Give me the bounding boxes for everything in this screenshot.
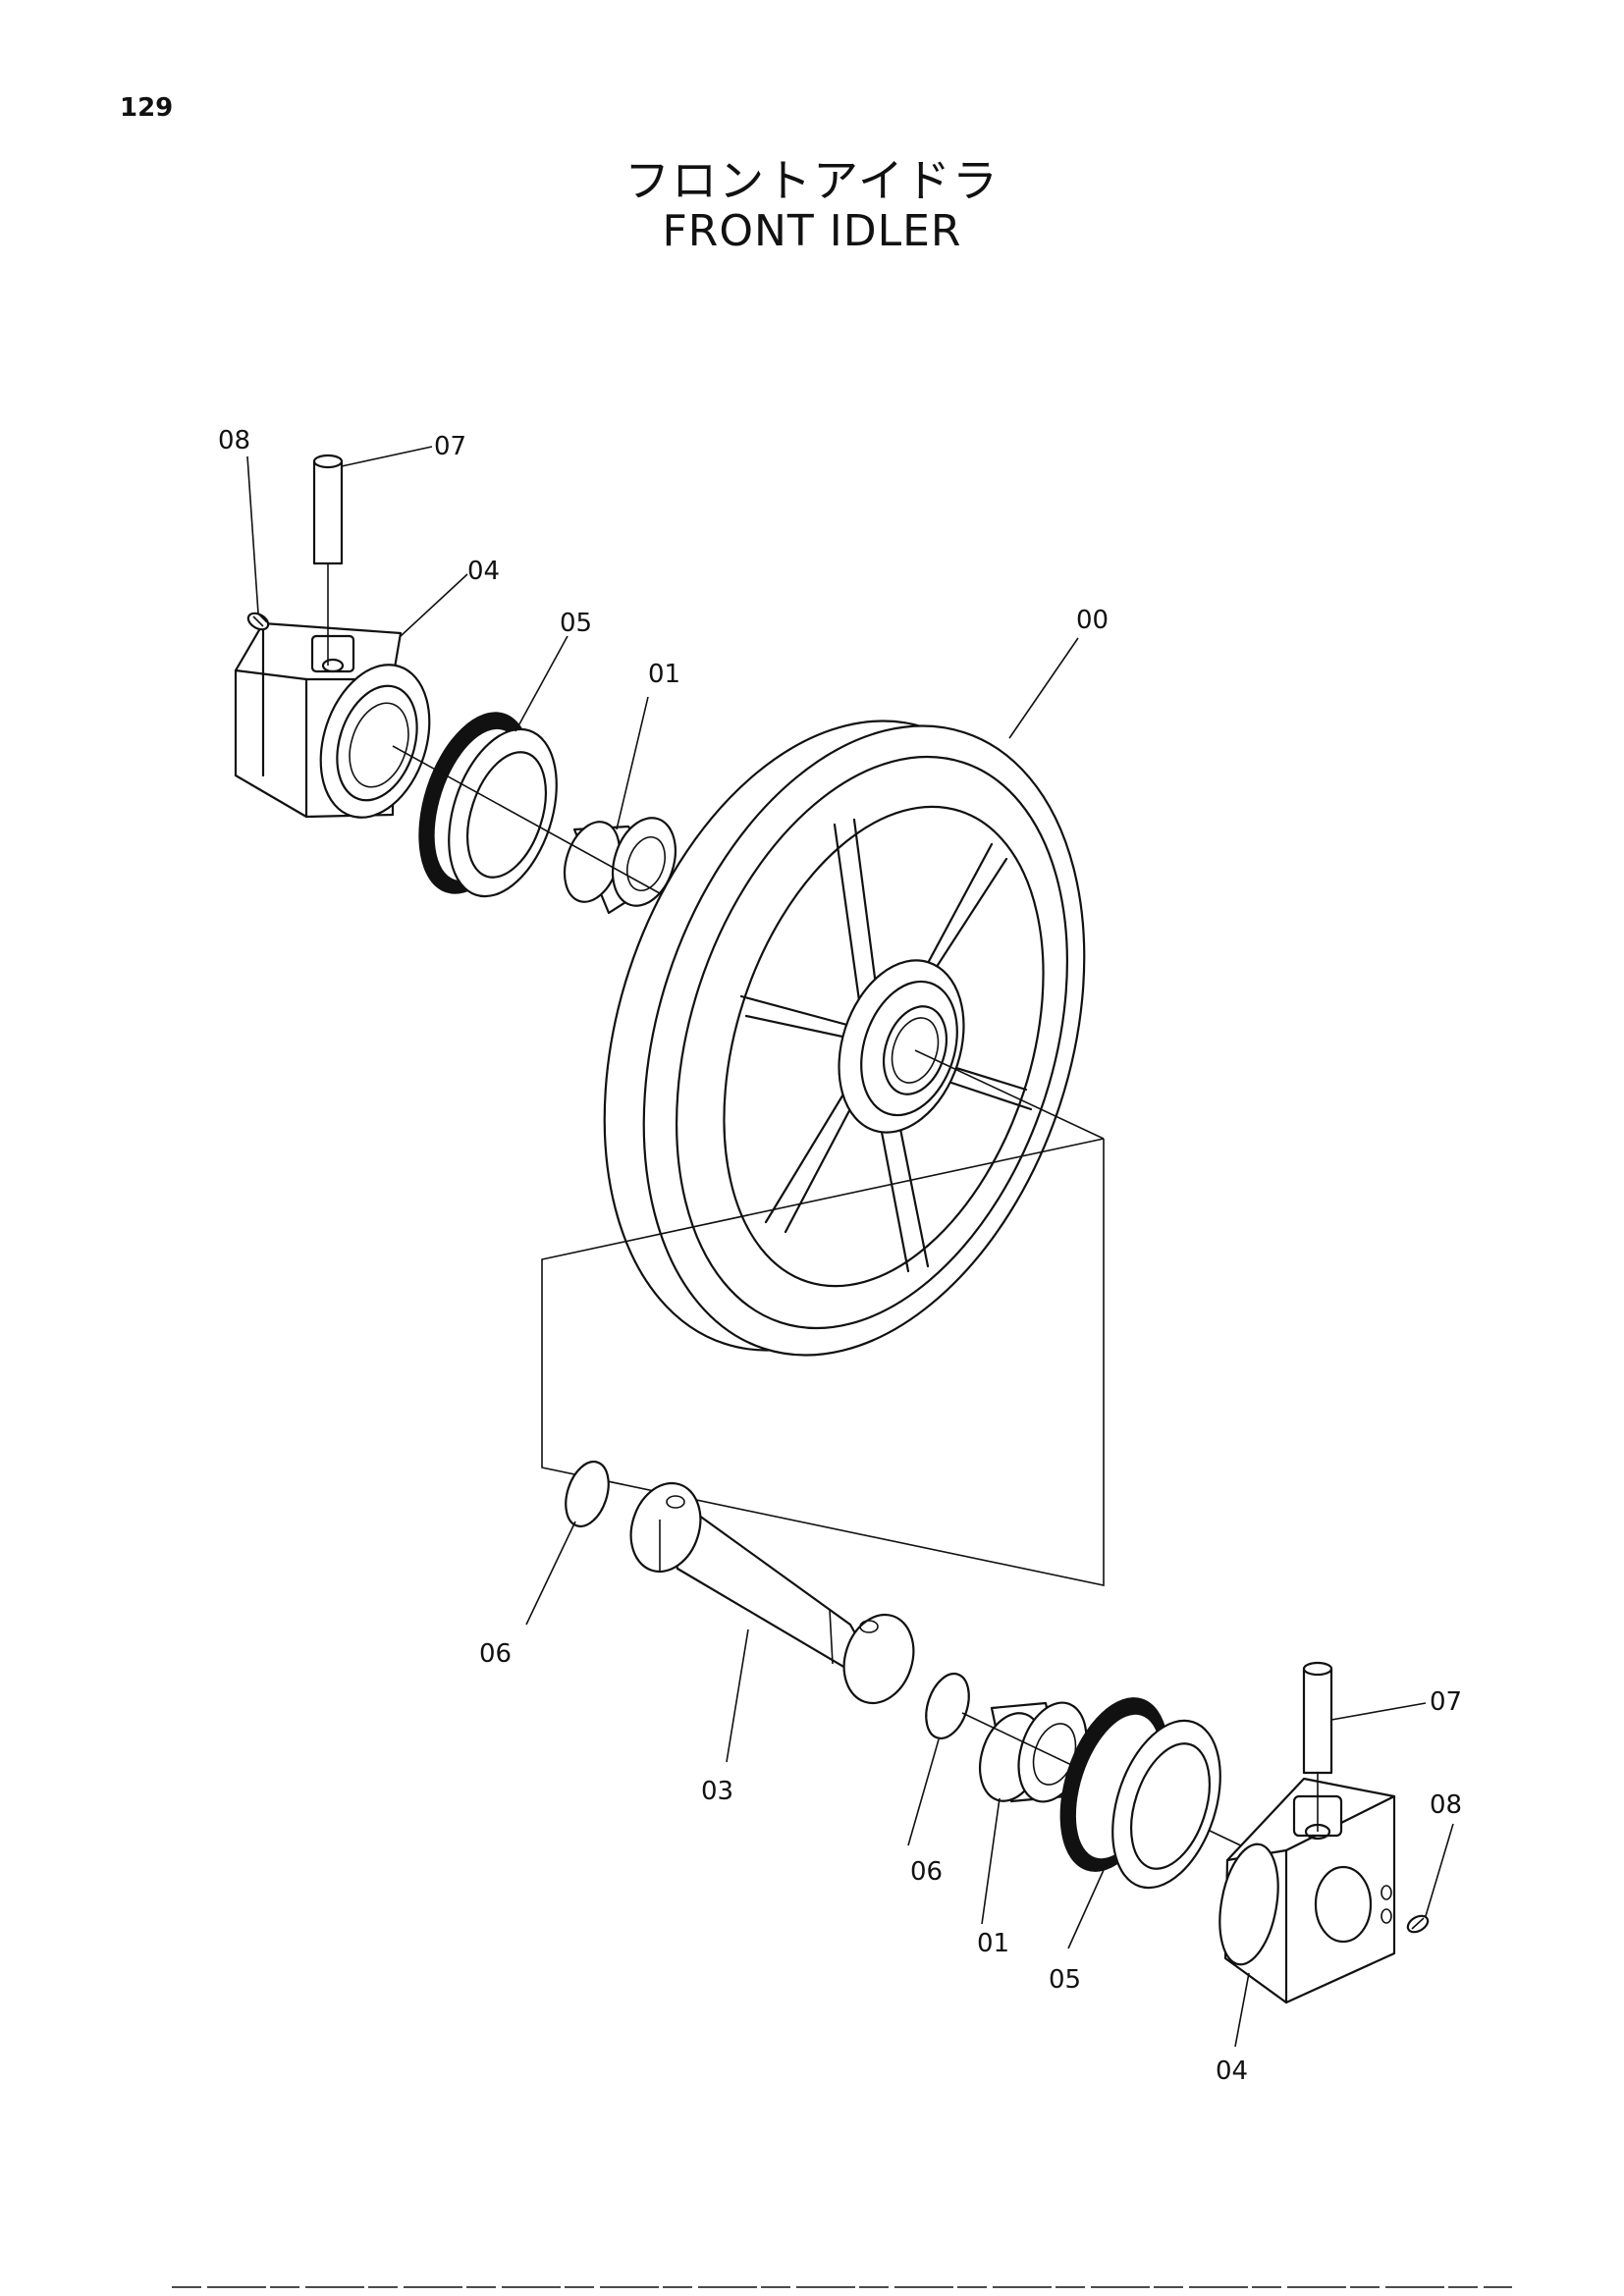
leader-lines xyxy=(246,446,1454,2048)
callout-05-upper: 05 xyxy=(560,609,592,638)
callout-03: 03 xyxy=(701,1777,733,1806)
snap-ring-left xyxy=(565,1460,610,1528)
idler-wheel xyxy=(603,720,1086,1357)
callout-00: 00 xyxy=(1076,606,1109,635)
idler-shaft xyxy=(629,1481,915,1705)
callout-labels: 00 01 01 03 04 04 05 05 06 06 07 07 08 0… xyxy=(218,426,1462,2086)
bearing-housing-lower xyxy=(1218,1777,1396,2004)
callout-08-lower: 08 xyxy=(1430,1790,1462,1820)
callout-04-lower: 04 xyxy=(1216,2056,1248,2086)
floating-seal-upper xyxy=(418,712,558,898)
plug-lower xyxy=(1406,1914,1430,1934)
diagram-title-japanese: フロントアイドラ xyxy=(624,154,1000,207)
callout-08-upper: 08 xyxy=(218,426,250,455)
snap-ring-right xyxy=(925,1672,970,1740)
pin-lower xyxy=(1302,1661,1333,1832)
callout-01-upper: 01 xyxy=(648,660,680,689)
callout-05-lower: 05 xyxy=(1049,1965,1081,1995)
pin-upper xyxy=(312,454,344,666)
diagram-title-english: FRONT IDLER xyxy=(662,206,962,256)
projection-frame xyxy=(541,1138,1105,1586)
callout-06-right: 06 xyxy=(910,1857,943,1887)
callout-04-upper: 04 xyxy=(467,557,500,586)
bearing-housing-upper xyxy=(234,621,431,819)
floating-seal-lower xyxy=(1059,1697,1221,1890)
page-number: 129 xyxy=(120,93,174,123)
callout-07-lower: 07 xyxy=(1430,1687,1462,1717)
callout-07-upper: 07 xyxy=(434,432,466,461)
callout-01-lower: 01 xyxy=(977,1929,1009,1958)
plug-upper xyxy=(246,612,270,631)
callout-06-left: 06 xyxy=(479,1639,512,1669)
